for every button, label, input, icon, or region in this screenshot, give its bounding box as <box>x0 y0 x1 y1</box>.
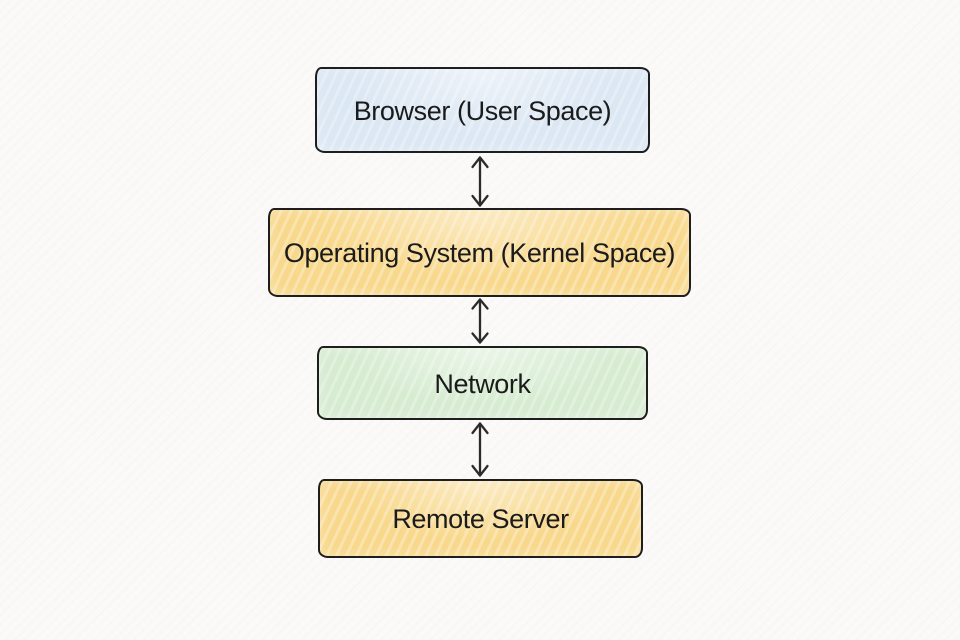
node-network: Network <box>317 346 648 420</box>
double-arrow-os-network-icon <box>468 297 492 345</box>
node-operating-system-kernel-space: Operating System (Kernel Space) <box>268 208 691 297</box>
node-os-label: Operating System (Kernel Space) <box>283 238 676 268</box>
node-browser-label: Browser (User Space) <box>353 95 612 126</box>
double-arrow-network-server-icon <box>468 421 492 478</box>
node-server-label: Remote Server <box>392 504 569 534</box>
node-remote-server: Remote Server <box>318 479 643 558</box>
node-browser-user-space: Browser (User Space) <box>315 67 650 153</box>
double-arrow-browser-os-icon <box>468 155 492 208</box>
node-network-label: Network <box>434 368 531 399</box>
